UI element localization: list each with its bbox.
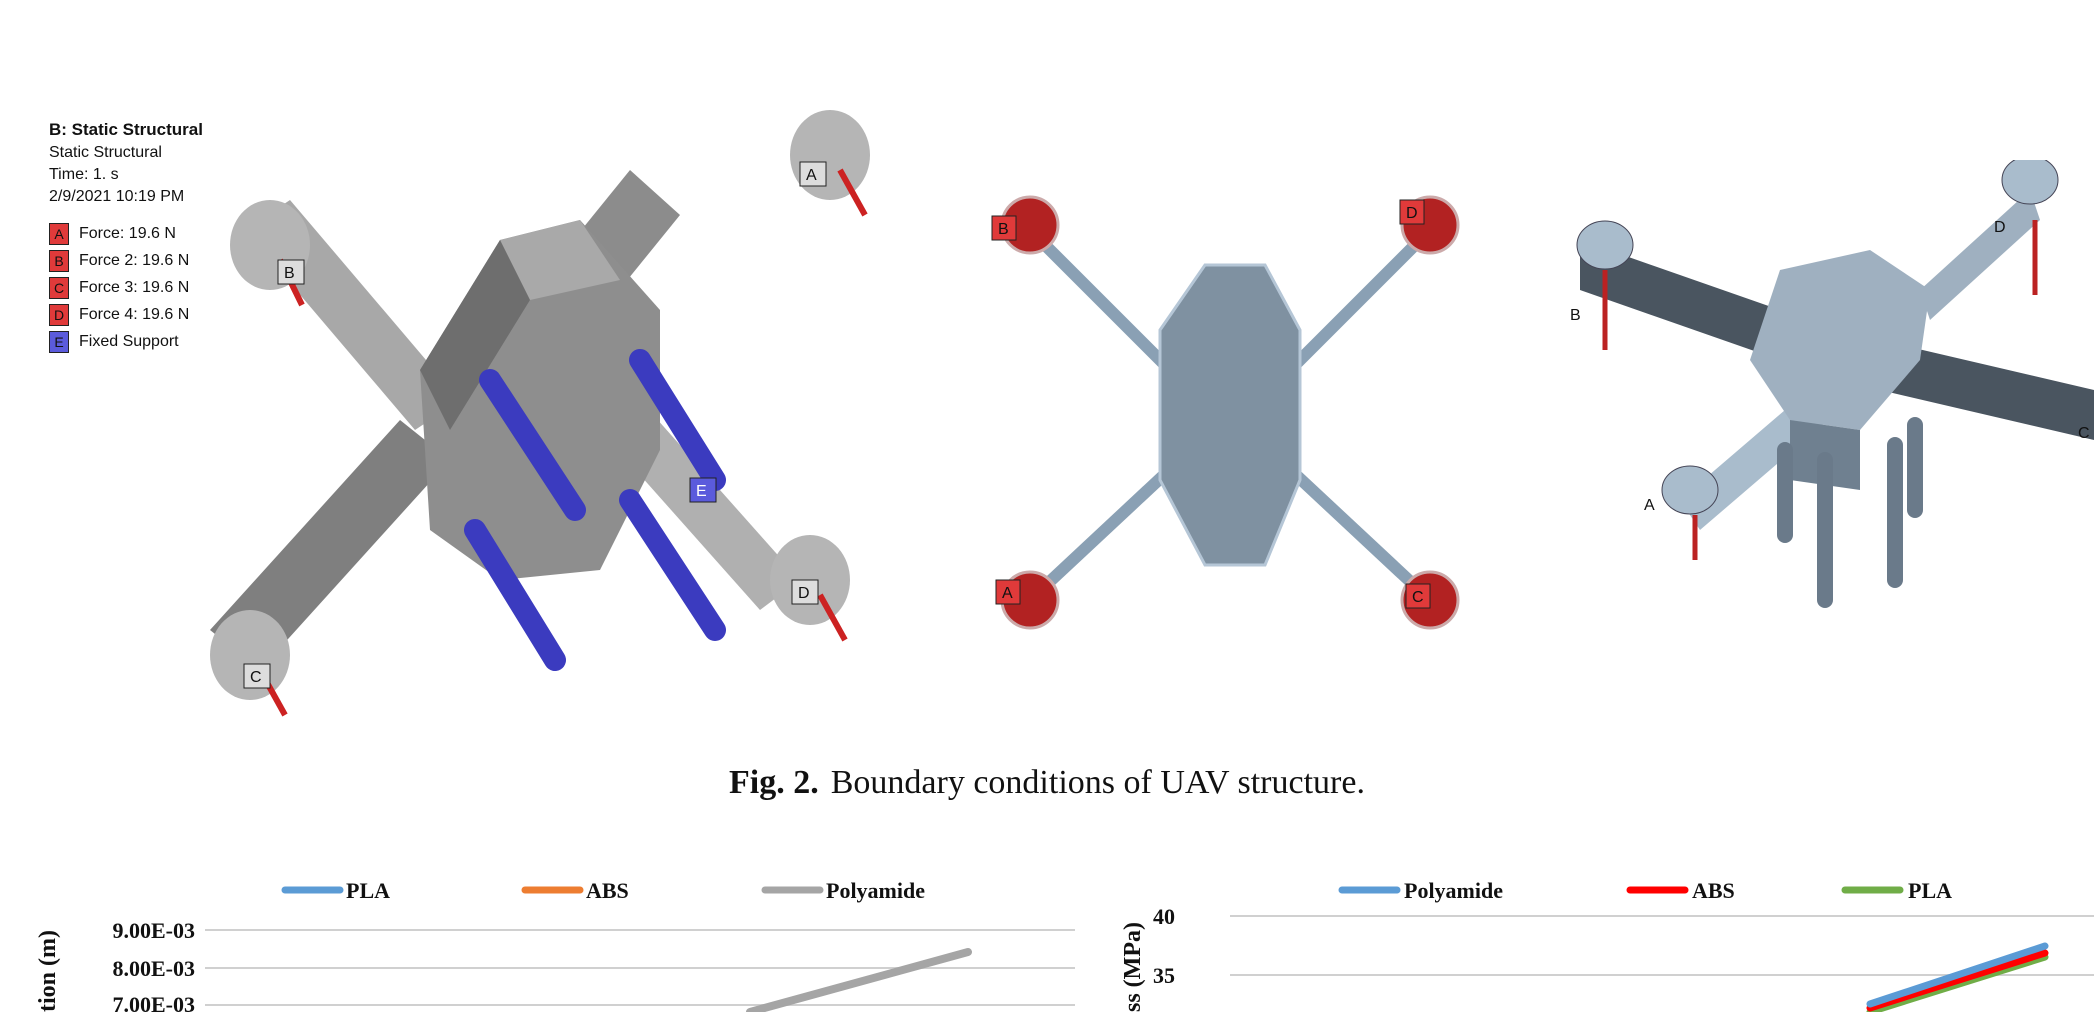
y-tick: 9.00E-03 bbox=[113, 918, 196, 943]
series-line-pla bbox=[1866, 953, 2049, 1012]
legend-item-label: Fixed Support bbox=[79, 332, 179, 350]
deformation-chart: PLA ABS Polyamide 9.00E-03 8.00E-03 7.00… bbox=[35, 878, 1075, 1012]
fixed-support-legs bbox=[464, 349, 726, 671]
legend-item-force-b: B Force 2: 19.6 N bbox=[49, 247, 209, 274]
beam-left bbox=[1580, 240, 1780, 360]
top-label-a: A bbox=[1002, 585, 1013, 602]
stress-grid bbox=[1230, 915, 2094, 976]
legend-label-pla: PLA bbox=[1908, 878, 1952, 903]
legend-line: 2/9/2021 10:19 PM bbox=[49, 188, 185, 205]
y-tick: 40 bbox=[1153, 904, 1175, 929]
uav-model-isometric: A B C D E bbox=[210, 110, 870, 717]
stress-chart: Polyamide ABS PLA 40 35 ss (MPa) ss (MPa… bbox=[1120, 878, 2094, 1012]
y-tick: 35 bbox=[1153, 963, 1175, 988]
legend-item-label: Force 3: 19.6 N bbox=[79, 278, 190, 296]
figure-caption: Fig. 2. Boundary conditions of UAV struct… bbox=[0, 764, 2094, 802]
stress-legend: Polyamide ABS PLA bbox=[1338, 878, 1952, 903]
model-label-c: C bbox=[250, 669, 262, 686]
top-label-d: D bbox=[1406, 205, 1418, 222]
legend-item-label: Force 2: 19.6 N bbox=[79, 251, 190, 269]
legend-item-fixed-support: E Fixed Support bbox=[49, 328, 209, 355]
top-label-b: B bbox=[998, 221, 1009, 238]
beam-top-right bbox=[1920, 190, 2040, 320]
figure-label: Fig. 2. bbox=[729, 764, 819, 801]
model-label-d: D bbox=[798, 585, 810, 602]
uav-model-perspective: D B A C bbox=[1570, 160, 2094, 608]
legend-label-pla: PLA bbox=[346, 878, 390, 903]
series-line-abs bbox=[1866, 949, 2049, 1012]
tag-a: A bbox=[49, 222, 69, 245]
legend-label-polyamide: Polyamide bbox=[826, 878, 925, 903]
tag-b: B bbox=[49, 249, 69, 272]
mount-a-3d bbox=[1661, 465, 1719, 515]
tag-c: C bbox=[49, 276, 69, 299]
persp-label-a: A bbox=[1644, 497, 1655, 514]
deformation-grid bbox=[205, 929, 1075, 1006]
legend-line: Static Structural bbox=[49, 144, 162, 161]
persp-label-d: D bbox=[1994, 219, 2006, 236]
y-axis-label: tion (m) bbox=[35, 930, 61, 1012]
model-label-a: A bbox=[806, 167, 817, 184]
series-line-polyamide bbox=[1866, 942, 2049, 1008]
top-label-c: C bbox=[1412, 589, 1424, 606]
series-line-polyamide bbox=[746, 948, 972, 1012]
mount-b-3d bbox=[1576, 220, 1634, 270]
legend-label-abs: ABS bbox=[1692, 878, 1735, 903]
legend-item-force-a: A Force: 19.6 N bbox=[49, 220, 209, 247]
hub-perspective bbox=[1750, 250, 1930, 430]
analysis-legend: B: Static Structural Static Structural T… bbox=[49, 120, 209, 355]
y-tick: 7.00E-03 bbox=[113, 992, 196, 1012]
legend-item-label: Force: 19.6 N bbox=[79, 224, 176, 242]
persp-label-b: B bbox=[1570, 307, 1581, 324]
legend-item-label: Force 4: 19.6 N bbox=[79, 305, 190, 323]
uav-model-top-view: B D A C bbox=[991, 195, 1460, 630]
legend-title: B: Static Structural bbox=[49, 120, 203, 139]
persp-label-c: C bbox=[2078, 425, 2090, 442]
y-tick: 8.00E-03 bbox=[113, 956, 196, 981]
legend-item-force-d: D Force 4: 19.6 N bbox=[49, 301, 209, 328]
model-label-b: B bbox=[284, 265, 295, 282]
legend-item-force-c: C Force 3: 19.6 N bbox=[49, 274, 209, 301]
legend-line: Time: 1. s bbox=[49, 166, 119, 183]
arm-bottom-left bbox=[210, 420, 450, 670]
y-axis-label: ss (MPa) bbox=[1120, 922, 1146, 1012]
tag-d: D bbox=[49, 303, 69, 326]
model-label-e: E bbox=[696, 483, 707, 500]
hub-top-view bbox=[1158, 263, 1302, 567]
tag-e: E bbox=[49, 330, 69, 353]
figure-caption-text: Boundary conditions of UAV structure. bbox=[830, 764, 1365, 801]
deformation-legend: PLA ABS Polyamide bbox=[281, 878, 925, 903]
legend-label-polyamide: Polyamide bbox=[1404, 878, 1503, 903]
hub-side-face bbox=[420, 240, 530, 430]
legend-label-abs: ABS bbox=[586, 878, 629, 903]
mount-d-3d bbox=[2001, 160, 2059, 205]
hub-top-face bbox=[500, 220, 620, 300]
beam-right bbox=[1880, 340, 2094, 440]
